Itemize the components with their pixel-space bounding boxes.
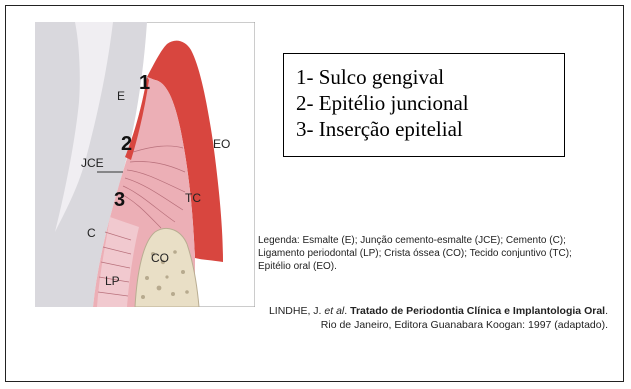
label-connective: TC [185, 191, 201, 205]
reference-etal: et al [324, 305, 344, 317]
reference-title: Tratado de Periodontia Clínica e Implant… [350, 305, 605, 317]
label-cementum: C [87, 226, 96, 240]
legend-item-2: 2- Epitélio juncional [296, 90, 564, 116]
label-bone: CO [151, 251, 169, 265]
reference-author: LINDHE, J. [269, 305, 324, 317]
marker-3: 3 [114, 189, 125, 211]
legend-item-3: 3- Inserção epitelial [296, 116, 564, 142]
label-jce: JCE [81, 156, 104, 170]
bibliographic-reference: LINDHE, J. et al. Tratado de Periodontia… [200, 304, 608, 332]
label-oral-epithelium: EO [213, 137, 230, 151]
reference-line-2: Rio de Janeiro, Editora Guanabara Koogan… [200, 318, 608, 332]
legend-item-1: 1- Sulco gengival [296, 64, 564, 90]
label-enamel: E [117, 89, 125, 103]
reference-line-1: LINDHE, J. et al. Tratado de Periodontia… [200, 304, 608, 318]
periodontium-illustration: 1 2 3 E JCE C LP CO TC EO [35, 22, 255, 307]
periodontium-svg: 1 2 3 E JCE C LP CO TC EO [35, 22, 255, 307]
marker-1: 1 [139, 72, 150, 94]
numbered-legend: 1- Sulco gengival 2- Epitélio juncional … [283, 53, 565, 157]
label-ligament: LP [105, 274, 120, 288]
figure-caption: Legenda: Esmalte (E); Junção cemento-esm… [258, 234, 603, 273]
marker-2: 2 [121, 133, 132, 155]
reference-dot-2: . [605, 305, 608, 317]
